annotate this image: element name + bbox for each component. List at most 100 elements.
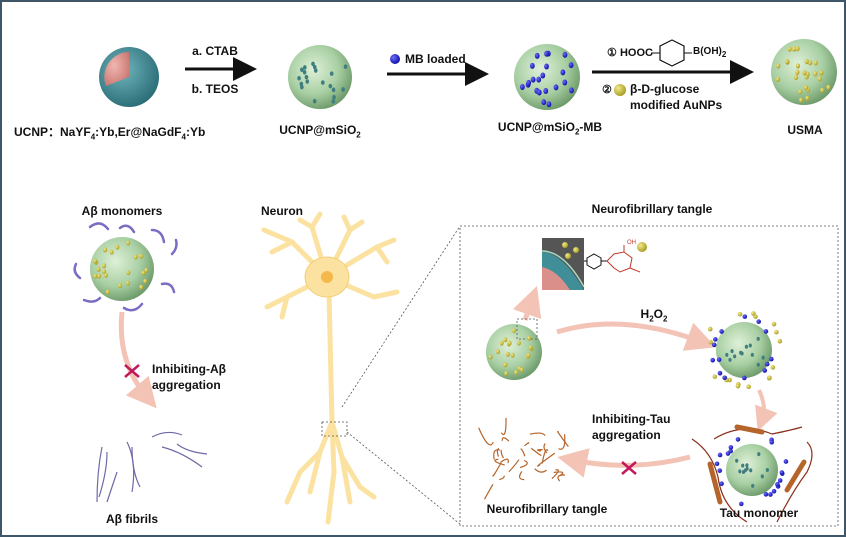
neuron-title: Neuron <box>261 204 303 218</box>
tangle-fiber <box>530 447 542 457</box>
neuron-illustration <box>261 211 400 525</box>
tangle-fiber <box>536 452 556 467</box>
au-dot <box>102 268 107 274</box>
au-dot <box>787 46 792 52</box>
ucnp-msio2-sphere <box>288 45 352 109</box>
ucnp-label: UCNP：NaYF <box>14 125 91 139</box>
tangle-fiber <box>534 468 547 473</box>
h2o2-label: H <box>640 307 650 321</box>
pore <box>750 352 754 357</box>
pore <box>749 468 753 473</box>
tangle-fiber <box>501 437 510 442</box>
au-dot <box>767 375 772 381</box>
au-dot <box>774 329 779 335</box>
step1-teos-label: b. TEOS <box>191 82 239 96</box>
mb-dot <box>775 482 780 487</box>
mb-dot <box>529 62 535 69</box>
mb-dot <box>540 72 546 79</box>
mb-dot <box>569 87 574 94</box>
mb-dot <box>560 69 566 76</box>
step2-mb-label: MB loaded <box>405 52 466 66</box>
au-dot <box>795 63 801 69</box>
pore <box>329 71 334 76</box>
au-dot <box>526 352 531 358</box>
au-dot <box>808 60 813 66</box>
au-dot <box>496 349 501 355</box>
mb-dot <box>763 329 769 334</box>
tangle-fiber <box>537 448 543 452</box>
inhibit-abeta-line2: aggregation <box>152 378 221 392</box>
pore <box>331 87 336 93</box>
inhibit-abeta-line1: Inhibiting-Aβ <box>152 362 226 376</box>
au-dot <box>126 240 131 246</box>
ucnp-msio2-mb-sphere <box>514 44 580 110</box>
au-dot <box>527 335 532 341</box>
sub: 4 <box>181 132 186 142</box>
pore <box>765 468 769 473</box>
benzene-ring-icon <box>651 39 692 67</box>
mb-dot <box>719 329 724 334</box>
au-dot <box>826 84 831 90</box>
usma-sphere <box>771 39 837 105</box>
au-dot <box>776 63 781 69</box>
au-dot <box>712 374 718 379</box>
mb-dot <box>769 356 774 362</box>
mb-dot <box>738 501 744 507</box>
pore <box>304 74 309 80</box>
au-dot <box>528 345 533 351</box>
pore <box>328 83 333 89</box>
au-dot <box>141 270 146 276</box>
mb-dot <box>710 357 716 363</box>
tangle-fiber <box>496 448 500 457</box>
au-dot <box>105 289 110 295</box>
au-dot <box>510 352 515 358</box>
au-dot <box>820 87 825 93</box>
pore <box>305 79 310 84</box>
au-dot <box>126 280 131 286</box>
tangle-fiber <box>483 484 494 500</box>
au-dot <box>133 254 138 260</box>
oh-label: OH <box>627 240 636 246</box>
au-dot <box>817 76 822 82</box>
au-dot <box>504 370 509 376</box>
tangle-fiber <box>551 469 559 480</box>
au-dot <box>819 70 824 76</box>
au-dot <box>503 337 508 343</box>
pore <box>331 99 336 104</box>
mb-dot <box>536 89 542 96</box>
au-dot <box>804 59 809 65</box>
boronic-acid-sub: 2 <box>721 50 727 59</box>
step-number-1: ① <box>607 47 617 59</box>
tangle-fiber <box>499 475 505 481</box>
au-dot <box>795 46 800 52</box>
au-dot <box>784 59 790 65</box>
pore <box>756 362 760 367</box>
au-dot <box>813 71 818 77</box>
pore <box>757 452 761 457</box>
pore <box>735 458 739 463</box>
tangle-fiber <box>520 448 526 457</box>
au-dot <box>771 321 777 327</box>
mb-dot <box>719 481 724 487</box>
mb-dot-icon <box>390 54 400 64</box>
mb-dot <box>769 439 775 445</box>
au-dot <box>514 370 519 376</box>
glucose-label: β-D-glucose <box>630 82 700 96</box>
tangle-fiber <box>519 471 525 481</box>
au-dot <box>126 270 131 276</box>
au-dot <box>805 95 810 101</box>
au-dot <box>794 74 799 81</box>
au-dot <box>143 278 148 284</box>
au-dot <box>798 89 803 95</box>
au-dot <box>115 244 120 250</box>
mb-dot <box>544 63 549 70</box>
tangle-fiber <box>557 430 569 447</box>
mb-dot <box>536 76 542 83</box>
pore <box>733 354 737 359</box>
mb-dot <box>722 375 727 381</box>
sub: 2 <box>663 314 668 324</box>
h2o2-o: O <box>653 307 664 321</box>
mb-dot <box>783 459 789 464</box>
pore <box>302 65 307 70</box>
arrow-down <box>755 389 778 432</box>
